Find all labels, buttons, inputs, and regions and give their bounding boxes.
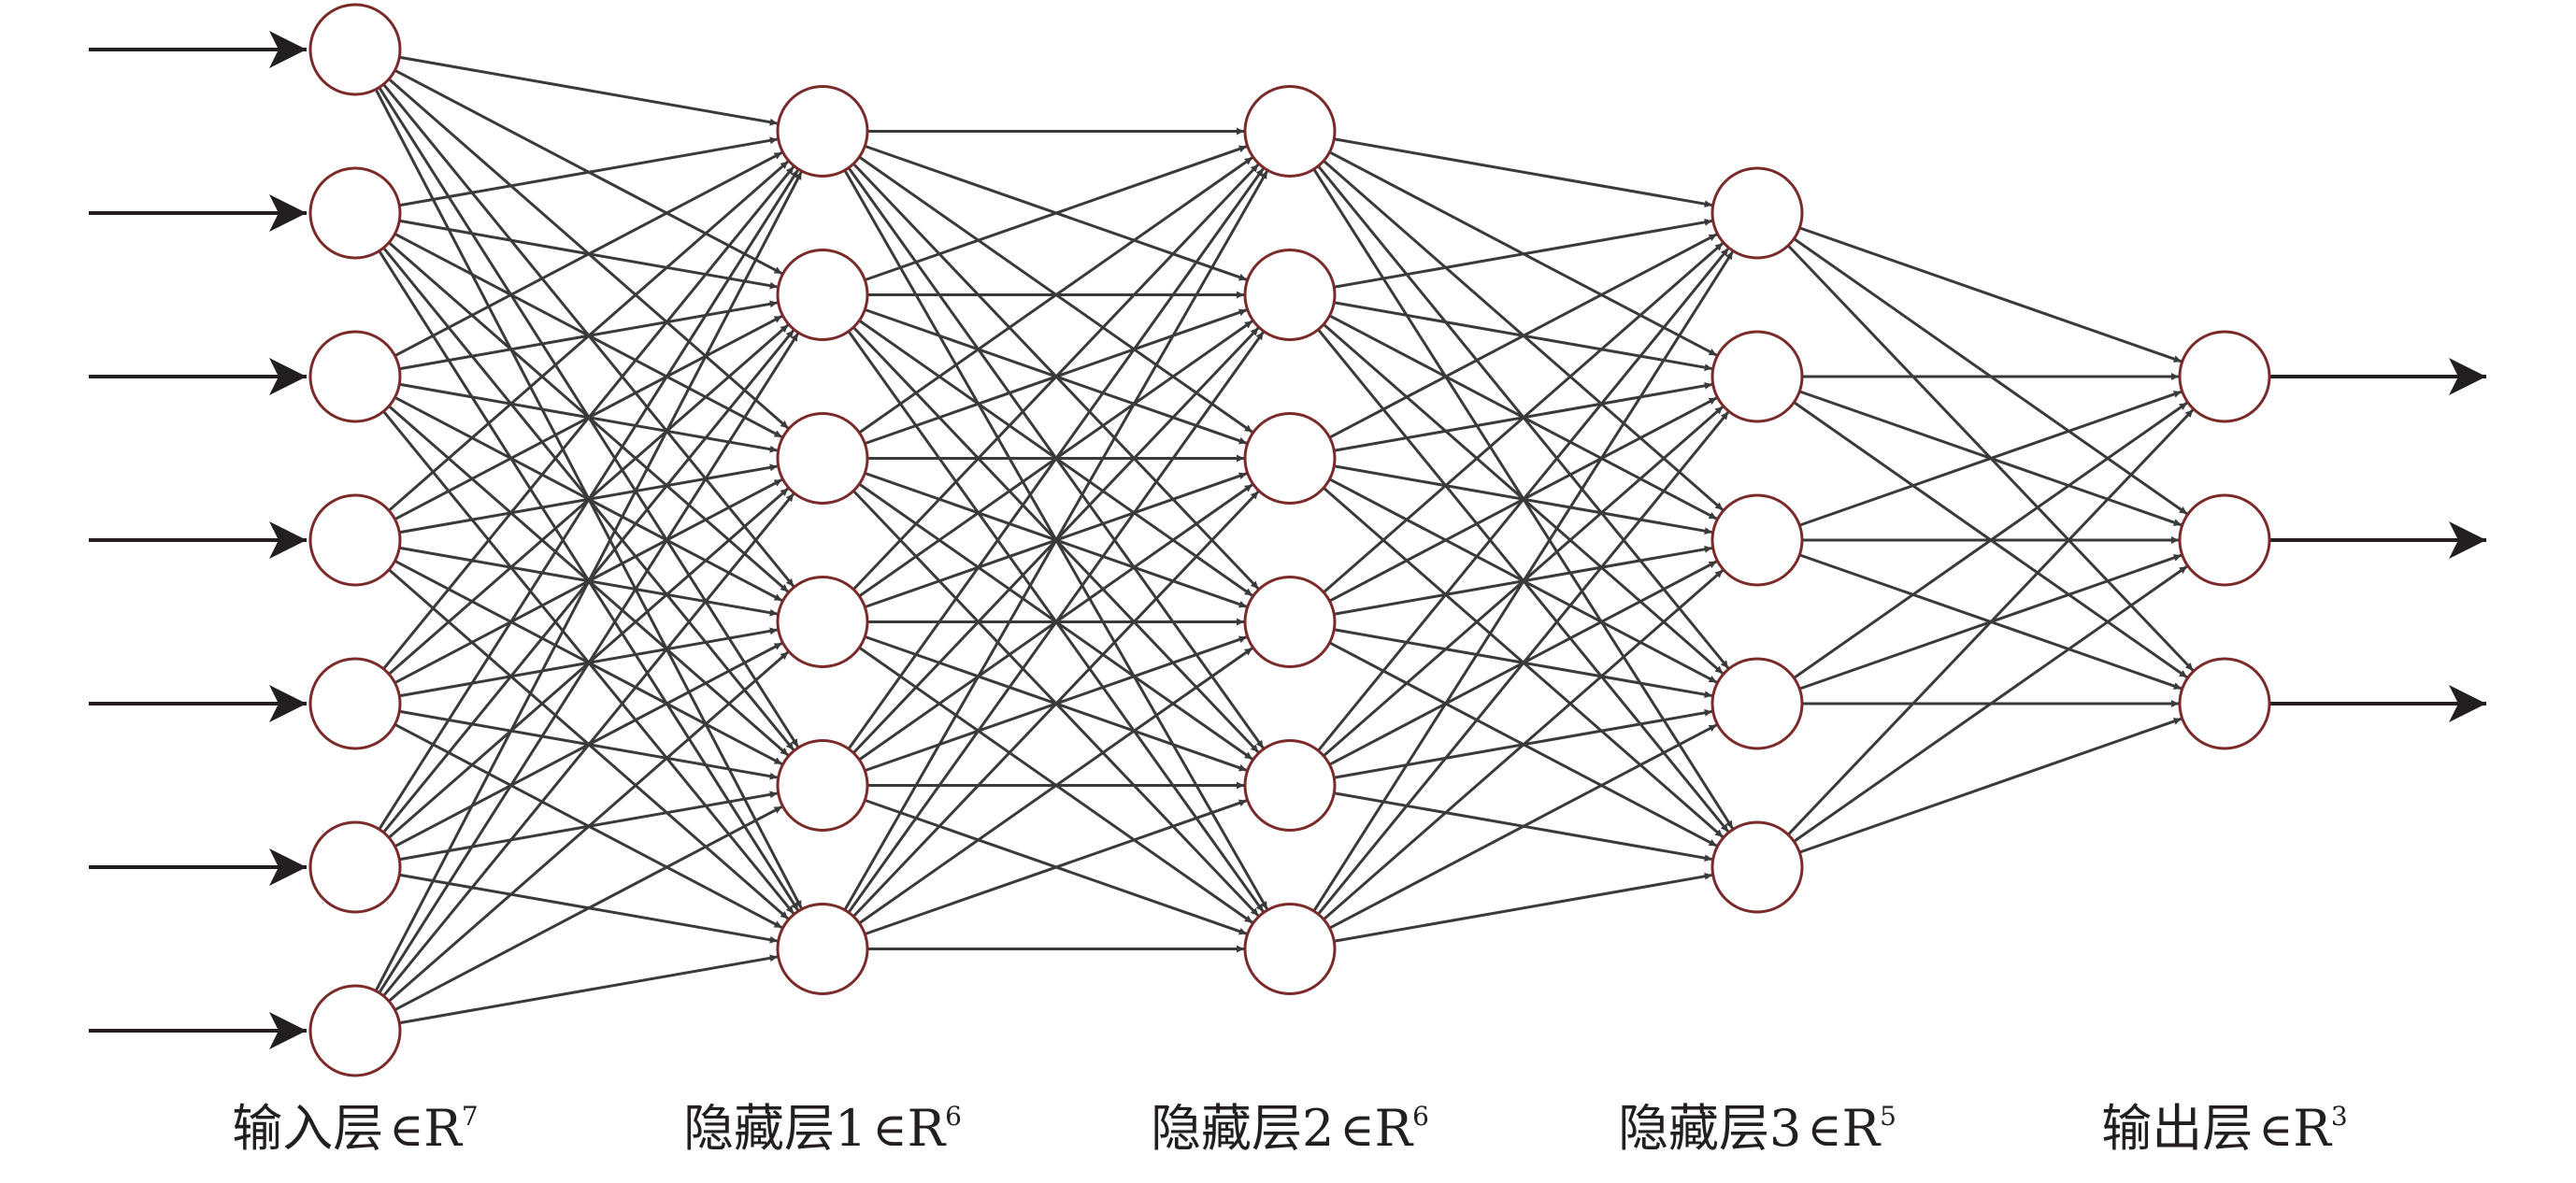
node-hidden-1-6 — [776, 903, 869, 995]
edge-input-7-to-hidden-1-1 — [374, 171, 803, 992]
node-hidden-2-2 — [1243, 249, 1337, 341]
node-hidden-1-4 — [776, 576, 869, 668]
dimension: 3 — [2330, 1101, 2348, 1132]
node-input-1 — [308, 3, 402, 96]
dimension: 6 — [945, 1101, 962, 1132]
edge-hidden-2-6-to-hidden-3-5 — [1334, 872, 1712, 943]
node-hidden-1-2 — [776, 249, 869, 341]
node-hidden-2-1 — [1243, 85, 1337, 178]
node-hidden-1-5 — [776, 739, 869, 832]
edge-input-7-to-hidden-1-5 — [394, 805, 783, 1012]
edge-input-7-to-hidden-1-3 — [382, 492, 795, 997]
edge-hidden-3-4-to-output-1 — [1793, 401, 2188, 679]
edge-input-4-to-hidden-1-1 — [388, 160, 790, 512]
edge-input-7-to-hidden-1-2 — [378, 333, 800, 994]
node-hidden-3-1 — [1710, 166, 1804, 260]
edge-hidden-1-6-to-hidden-2-1 — [843, 170, 1268, 911]
space-symbol: R — [907, 1099, 946, 1158]
edge-hidden-3-5-to-output-2 — [1793, 564, 2188, 843]
edge-input-1-to-hidden-1-1 — [399, 55, 778, 126]
node-output-1 — [2178, 330, 2271, 423]
edge-hidden-2-3-to-hidden-3-1 — [1328, 233, 1718, 439]
edge-input-5-to-hidden-1-1 — [382, 165, 795, 670]
layer-name: 输入层 — [232, 1099, 384, 1158]
io-arrows — [89, 31, 2486, 1049]
node-hidden-2-4 — [1243, 576, 1337, 668]
element-of-symbol: ∈ — [1807, 1103, 1842, 1157]
edge-hidden-1-6-to-hidden-2-2 — [847, 331, 1265, 914]
neuron-nodes — [308, 3, 2271, 1077]
space-symbol: R — [1374, 1099, 1413, 1158]
layer-name: 隐藏层2 — [1151, 1099, 1335, 1158]
dimension: 6 — [1412, 1101, 1429, 1132]
element-of-symbol: ∈ — [389, 1103, 424, 1157]
node-input-6 — [308, 820, 402, 914]
node-input-7 — [308, 984, 402, 1077]
space-symbol: R — [423, 1099, 462, 1158]
node-output-3 — [2178, 657, 2271, 750]
node-hidden-2-3 — [1243, 412, 1337, 505]
node-input-5 — [308, 657, 402, 750]
dimension: 7 — [461, 1101, 479, 1132]
edge-hidden-2-4-to-hidden-3-1 — [1323, 242, 1724, 594]
edge-hidden-3-1-to-output-1 — [1798, 226, 2182, 363]
space-symbol: R — [2293, 1099, 2331, 1158]
element-of-symbol: ∈ — [1339, 1103, 1375, 1157]
edge-hidden-2-1-to-hidden-3-1 — [1334, 137, 1712, 208]
layer-name: 输出层 — [2101, 1099, 2254, 1158]
edge-input-7-to-hidden-1-4 — [388, 650, 790, 1003]
layer-label-hidden-2: 隐藏层2∈R6 — [1056, 1091, 1524, 1166]
layer-label-input: 输入层∈R7 — [122, 1091, 589, 1166]
layer-label-hidden-3: 隐藏层3∈R5 — [1524, 1091, 1991, 1166]
node-hidden-2-5 — [1243, 739, 1337, 832]
edge-hidden-1-3-to-hidden-2-1 — [858, 156, 1253, 435]
edge-hidden-2-6-to-hidden-3-2 — [1317, 411, 1730, 916]
node-hidden-3-2 — [1710, 330, 1804, 423]
node-hidden-1-3 — [776, 412, 869, 505]
edge-input-6-to-hidden-1-1 — [378, 169, 800, 831]
edge-hidden-2-5-to-hidden-3-1 — [1317, 248, 1730, 752]
edge-hidden-1-5-to-hidden-2-1 — [847, 167, 1265, 750]
edge-hidden-3-3-to-output-1 — [1798, 390, 2182, 527]
layer-label-hidden-1: 隐藏层1∈R6 — [589, 1091, 1056, 1166]
edge-hidden-2-6-to-hidden-3-4 — [1328, 723, 1718, 930]
element-of-symbol: ∈ — [2258, 1103, 2294, 1157]
layer-name: 隐藏层3 — [1618, 1099, 1802, 1158]
element-of-symbol: ∈ — [872, 1103, 908, 1157]
edge-hidden-1-6-to-hidden-2-4 — [858, 647, 1253, 925]
edge-hidden-2-2-to-hidden-3-1 — [1334, 218, 1712, 289]
edge-hidden-1-2-to-hidden-2-1 — [864, 145, 1248, 282]
edge-hidden-1-4-to-hidden-2-1 — [852, 163, 1260, 591]
space-symbol: R — [1841, 1099, 1881, 1158]
layer-label-output: 输出层∈R3 — [1991, 1091, 2458, 1166]
layer-name: 隐藏层1 — [683, 1099, 867, 1158]
connection-edges — [374, 55, 2195, 1025]
edge-hidden-2-6-to-hidden-3-1 — [1312, 250, 1735, 912]
edge-hidden-2-6-to-hidden-3-3 — [1323, 569, 1724, 921]
edge-input-2-to-hidden-1-1 — [399, 136, 778, 207]
edge-input-7-to-hidden-1-6 — [399, 954, 778, 1025]
node-hidden-2-6 — [1243, 903, 1337, 995]
node-hidden-1-1 — [776, 85, 869, 178]
node-output-2 — [2178, 493, 2271, 587]
edge-hidden-1-6-to-hidden-2-3 — [852, 490, 1260, 918]
node-hidden-3-3 — [1710, 493, 1804, 587]
edge-input-3-to-hidden-1-1 — [394, 150, 783, 358]
edge-hidden-3-5-to-output-3 — [1798, 717, 2182, 854]
edge-hidden-3-5-to-output-1 — [1787, 408, 2195, 836]
node-hidden-3-5 — [1710, 820, 1804, 914]
node-input-4 — [308, 493, 402, 587]
node-hidden-3-4 — [1710, 657, 1804, 750]
edge-hidden-1-6-to-hidden-2-5 — [864, 799, 1248, 936]
node-input-2 — [308, 166, 402, 260]
node-input-3 — [308, 330, 402, 423]
dimension: 5 — [1880, 1101, 1896, 1132]
